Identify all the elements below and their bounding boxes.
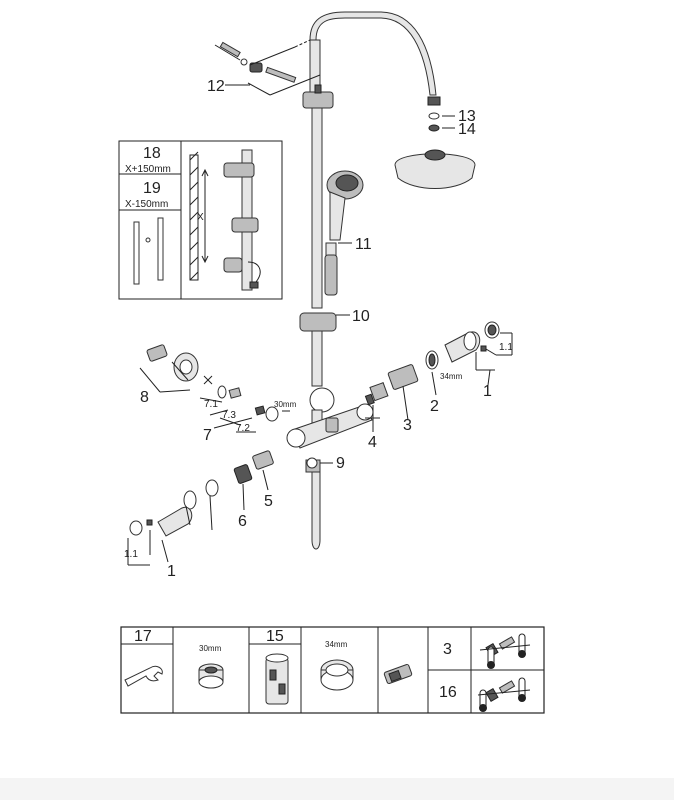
tool-dimension-30mm: 30mm	[199, 644, 222, 653]
calibration-diagram-3	[479, 633, 531, 669]
inset-label-18: X+150mm	[125, 164, 171, 175]
inset-rail-options: 18 X+150mm 19 X-150mm X	[118, 140, 283, 300]
shower-riser	[299, 11, 476, 550]
inset-number-18: 18	[143, 145, 161, 162]
tool-dimension-34mm: 34mm	[325, 640, 348, 649]
dimension-34mm: 34mm	[440, 372, 463, 381]
callout-7: 7	[203, 427, 212, 444]
callout-11: 11	[355, 236, 372, 253]
callout-9: 9	[336, 455, 345, 472]
callout-14: 14	[458, 121, 476, 138]
callout-6: 6	[238, 513, 247, 530]
inset-label-19: X-150mm	[125, 199, 168, 210]
inset-number-19: 19	[143, 180, 161, 197]
overhead-shower	[394, 96, 476, 189]
wall-bracket-hardware-12	[214, 39, 321, 96]
callout-5: 5	[264, 493, 273, 510]
tool-number-3: 3	[443, 641, 452, 658]
dimension-30mm: 30mm	[274, 400, 297, 409]
thermostat-body	[286, 403, 374, 449]
callout-1-left: 1	[167, 563, 176, 580]
hand-shower	[324, 170, 364, 296]
callout-7-3: 7.3	[222, 410, 236, 421]
footer-band	[0, 778, 674, 800]
thermostat-cartridge-icon	[383, 663, 413, 685]
callout-3: 3	[403, 417, 412, 434]
tool-number-16: 16	[439, 684, 457, 701]
callout-4: 4	[368, 434, 377, 451]
callout-8: 8	[140, 389, 149, 406]
callout-1-1-right: 1.1	[499, 342, 513, 353]
calibration-diagram-16	[477, 677, 531, 712]
right-side-parts	[364, 321, 513, 432]
callout-7-2: 7.2	[236, 423, 250, 434]
wrench-icon	[124, 665, 163, 687]
callout-1-1-left: 1.1	[124, 549, 138, 560]
callout-2: 2	[430, 398, 439, 415]
callout-13: 13	[458, 108, 476, 125]
callout-7-1: 7.1	[204, 399, 218, 410]
ring-nut-icon	[320, 659, 354, 691]
inset-dimension-x: X	[197, 212, 204, 223]
cartridge-icon	[265, 653, 289, 705]
hex-nut-icon	[198, 663, 224, 689]
tool-number-17: 17	[134, 628, 152, 645]
callout-12: 12	[207, 78, 225, 95]
left-lower-parts	[127, 450, 274, 566]
callout-10: 10	[352, 308, 370, 325]
tool-number-15: 15	[266, 628, 284, 645]
callout-1-right: 1	[483, 383, 492, 400]
tools-table: 17 15 3 16 30mm 34mm	[120, 626, 545, 714]
left-upper-parts	[139, 344, 290, 433]
part-9-nut	[306, 457, 318, 469]
